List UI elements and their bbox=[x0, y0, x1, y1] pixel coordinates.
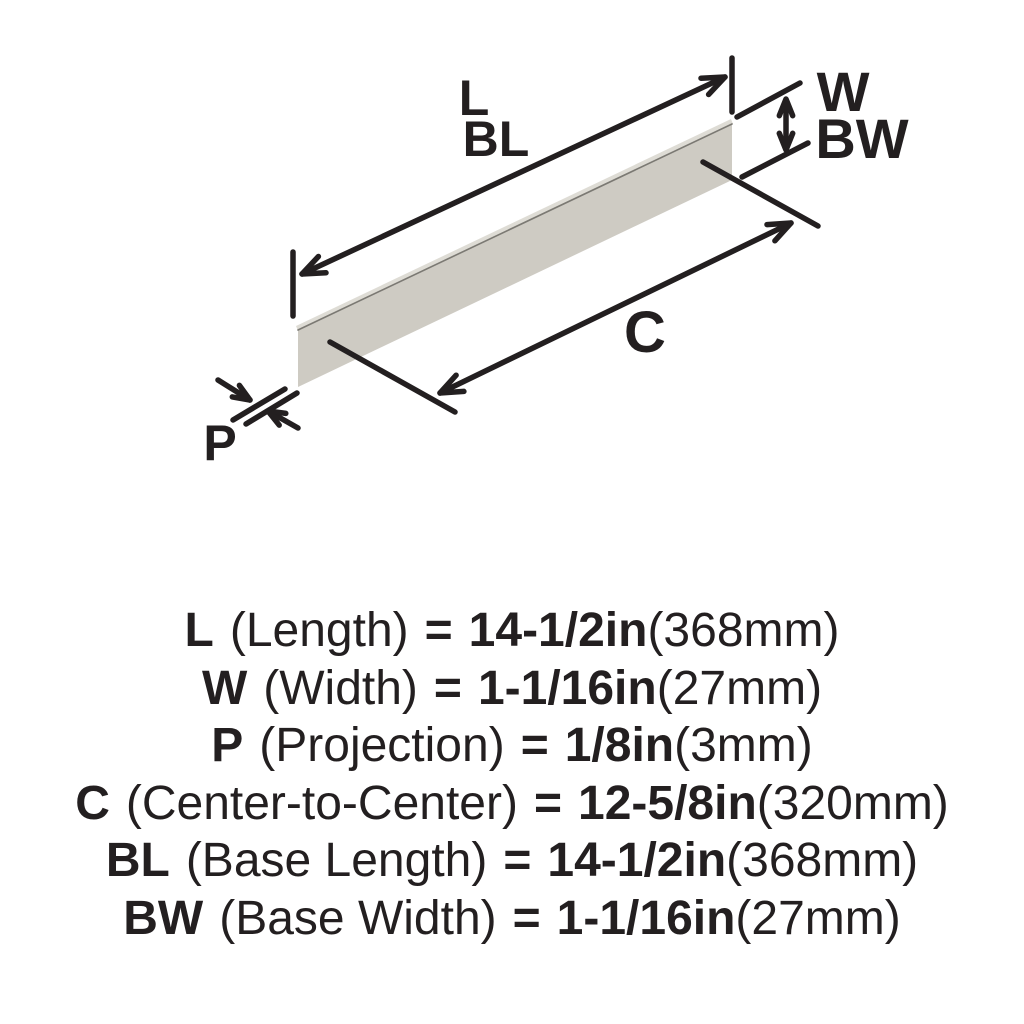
spec-name: (Length) bbox=[229, 604, 409, 658]
spec-equals: = bbox=[512, 891, 541, 945]
spec-row-width: W (Width) = 1-1/16in(27mm) bbox=[0, 660, 1024, 718]
spec-metric-value: (3mm) bbox=[674, 719, 813, 773]
center-dimension-line bbox=[437, 220, 794, 396]
spec-name: (Projection) bbox=[259, 719, 505, 773]
arrowhead bbox=[265, 408, 289, 428]
spec-imperial-value: 1/8in bbox=[564, 719, 675, 773]
spec-equals: = bbox=[424, 604, 453, 658]
arrowhead bbox=[698, 74, 728, 98]
length-dimension-line bbox=[299, 74, 728, 277]
center-dimension bbox=[327, 159, 821, 415]
arrowhead bbox=[299, 253, 329, 277]
spec-symbol: P bbox=[211, 719, 244, 773]
projection-dimension bbox=[215, 377, 301, 431]
width-extension-tick-top bbox=[734, 80, 803, 120]
spec-imperial-value: 1-1/16in bbox=[556, 891, 736, 945]
center-extension-line-left bbox=[327, 339, 458, 415]
spec-equals: = bbox=[503, 834, 532, 888]
arrowhead bbox=[437, 372, 467, 396]
spec-imperial-value: 1-1/16in bbox=[477, 661, 657, 715]
label-length: L bbox=[458, 70, 490, 126]
pull-bar bbox=[296, 119, 733, 387]
spec-equals: = bbox=[433, 661, 462, 715]
spec-list: L (Length) = 14-1/2in(368mm) W (Width) =… bbox=[0, 602, 1024, 947]
spec-name: (Base Length) bbox=[185, 834, 488, 888]
spec-row-center-to-center: C (Center-to-Center) = 12-5/8in(320mm) bbox=[0, 775, 1024, 833]
label-projection: P bbox=[203, 415, 237, 471]
spec-symbol: W bbox=[201, 661, 248, 715]
bar-top-face bbox=[296, 119, 733, 331]
label-center-to-center: C bbox=[624, 300, 666, 365]
spec-imperial-value: 12-5/8in bbox=[578, 776, 757, 830]
spec-row-base-width: BW (Base Width) = 1-1/16in(27mm) bbox=[0, 890, 1024, 948]
label-base-length: BL bbox=[462, 111, 530, 167]
projection-face-tick-inner bbox=[243, 390, 300, 427]
spec-metric-value: (320mm) bbox=[756, 776, 949, 830]
spec-name: (Center-to-Center) bbox=[125, 776, 518, 830]
length-dimension bbox=[290, 55, 735, 319]
width-extension-tick-bottom bbox=[739, 140, 811, 180]
spec-symbol: L bbox=[184, 604, 214, 658]
arrowhead bbox=[764, 220, 794, 244]
spec-equals: = bbox=[533, 776, 562, 830]
center-extension-line-right bbox=[700, 159, 821, 229]
spec-name: (Width) bbox=[263, 661, 418, 715]
spec-name: (Base Width) bbox=[219, 891, 497, 945]
spec-imperial-value: 14-1/2in bbox=[547, 834, 727, 888]
arrowhead bbox=[229, 382, 253, 403]
arrowhead bbox=[776, 96, 796, 119]
spec-symbol: BW bbox=[123, 891, 204, 945]
spec-symbol: C bbox=[75, 776, 110, 830]
bar-top-edge bbox=[297, 123, 733, 331]
projection-face-tick-outer bbox=[230, 386, 288, 423]
spec-imperial-value: 14-1/2in bbox=[468, 604, 648, 658]
spec-metric-value: (368mm) bbox=[726, 834, 919, 888]
spec-symbol: BL bbox=[105, 834, 170, 888]
width-dimension bbox=[734, 80, 811, 180]
spec-row-projection: P (Projection) = 1/8in(3mm) bbox=[0, 717, 1024, 775]
spec-metric-value: (368mm) bbox=[647, 604, 840, 658]
arrowhead bbox=[776, 130, 796, 153]
spec-equals: = bbox=[520, 719, 549, 773]
spec-row-base-length: BL (Base Length) = 14-1/2in(368mm) bbox=[0, 832, 1024, 890]
spec-metric-value: (27mm) bbox=[735, 891, 901, 945]
bar-front-face bbox=[298, 124, 732, 387]
spec-row-length: L (Length) = 14-1/2in(368mm) bbox=[0, 602, 1024, 660]
spec-metric-value: (27mm) bbox=[656, 661, 823, 715]
label-width: W bbox=[816, 60, 870, 123]
label-base-width: BW bbox=[815, 107, 909, 170]
